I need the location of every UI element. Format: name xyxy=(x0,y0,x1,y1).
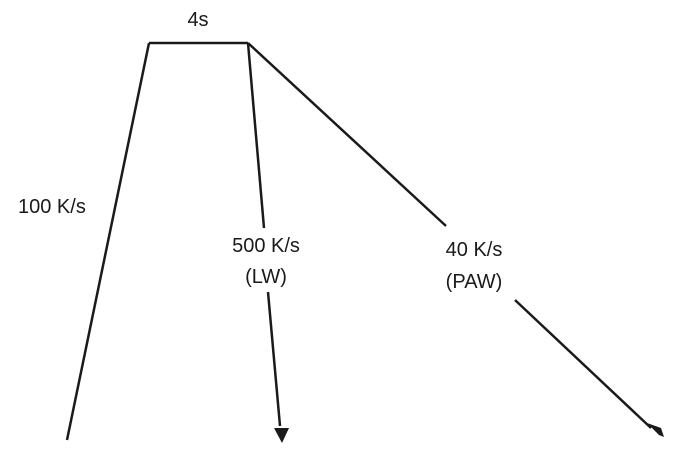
paw-cooling-line-lower xyxy=(514,299,652,429)
heating-rate-label: 100 K/s xyxy=(18,196,86,218)
paw-arrowhead xyxy=(647,423,664,437)
hold-time-label: 4s xyxy=(187,9,208,31)
paw-rate-label: 40 K/s xyxy=(446,239,503,261)
paw-process-label: (PAW) xyxy=(446,271,503,293)
lw-process-label: (LW) xyxy=(245,266,287,288)
lw-cooling-line-upper xyxy=(246,42,266,229)
lw-rate-label: 500 K/s xyxy=(232,235,300,257)
heating-ramp-line xyxy=(65,42,151,441)
paw-cooling-line-upper xyxy=(247,42,447,227)
lw-cooling-line-lower xyxy=(266,291,282,427)
lw-arrowhead xyxy=(274,428,289,443)
